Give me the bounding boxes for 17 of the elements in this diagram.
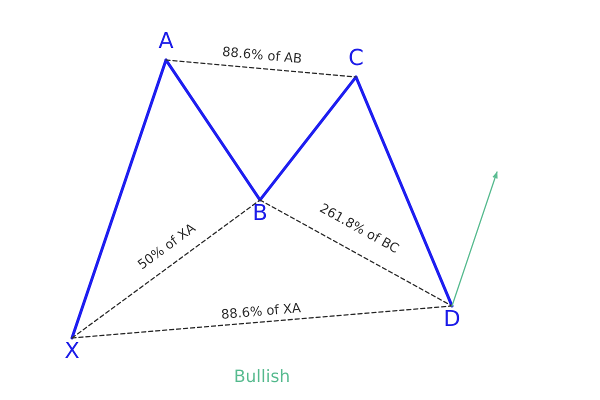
- point-label: D: [441, 306, 463, 333]
- point-label: X: [61, 338, 83, 365]
- line: [164, 58, 262, 202]
- arrow: [451, 171, 498, 307]
- point-label: B: [249, 200, 271, 227]
- dashed-line: [71, 199, 261, 339]
- dashed-line: [165, 59, 357, 78]
- line: [70, 58, 168, 340]
- line: [354, 76, 454, 308]
- line: [258, 76, 358, 202]
- dashed-line: [71, 305, 453, 339]
- point-label: C: [345, 46, 367, 77]
- point-label: A: [155, 29, 177, 60]
- edge-label: 88.6% of AB: [222, 44, 303, 67]
- caption: Bullish: [234, 367, 290, 387]
- edge-label: 88.6% of XA: [220, 301, 302, 323]
- dashed-line: [259, 199, 453, 307]
